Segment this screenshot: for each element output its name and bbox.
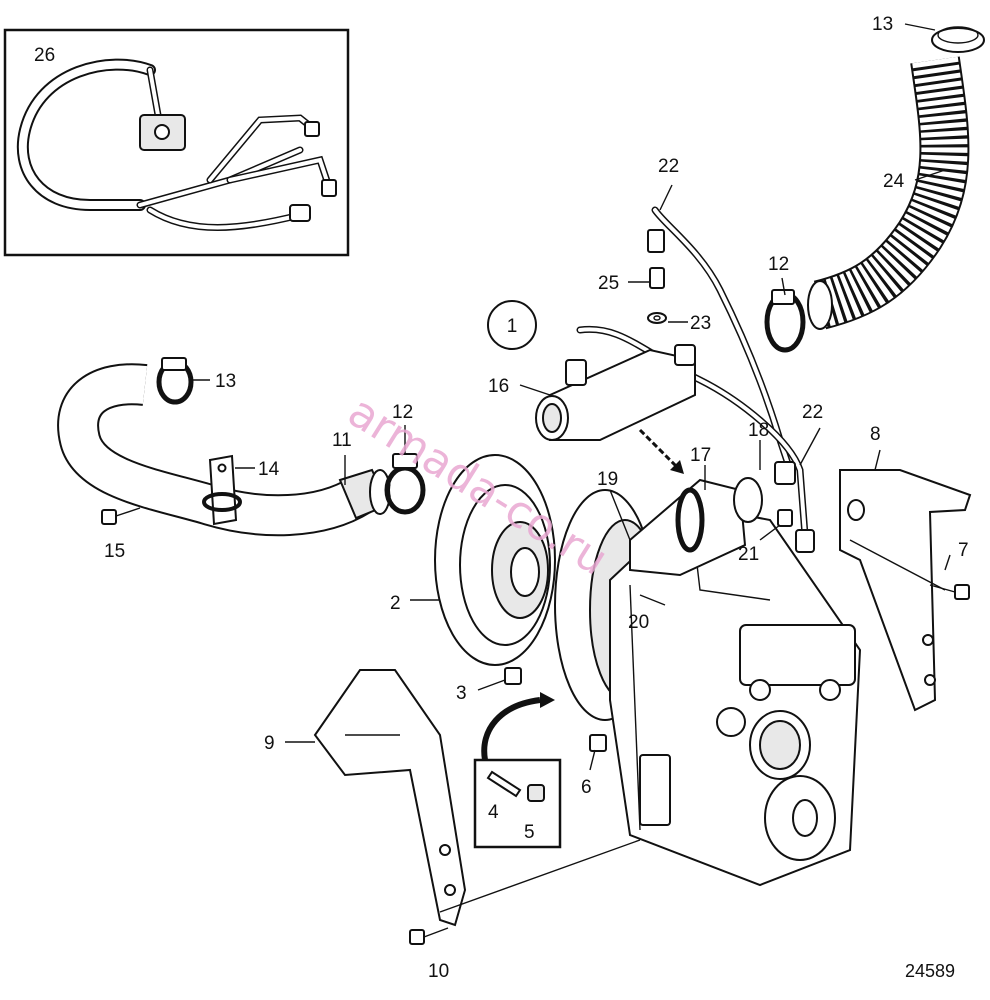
callout-21: 21 [738, 544, 759, 565]
callout-13-left: 13 [215, 371, 236, 392]
callout-22-right: 22 [802, 402, 823, 423]
callout-10: 10 [428, 961, 449, 982]
hose-clamp-left [156, 357, 194, 405]
leader-lines [190, 23, 951, 913]
callout-25: 25 [598, 273, 619, 294]
callout-20: 20 [628, 612, 649, 633]
hose-bracket [202, 454, 242, 526]
callout-8: 8 [870, 424, 881, 445]
callout-4: 4 [488, 802, 499, 823]
inset-label: 26 [34, 45, 55, 66]
direction-arrowhead [670, 460, 684, 474]
stud-nut-box [473, 692, 562, 849]
figure-number: 24589 [905, 961, 955, 981]
rubber-hose [57, 363, 391, 537]
bolt-10 [409, 927, 449, 945]
callout-labels: 26 13 24 22 12 25 23 16 13 12 11 14 15 2… [34, 14, 969, 982]
callout-5: 5 [524, 822, 535, 843]
callout-14: 14 [258, 459, 280, 480]
callout-17: 17 [690, 445, 711, 466]
callout-12-mid: 12 [392, 402, 413, 423]
bolts-3-6 [504, 667, 607, 752]
callout-2: 2 [390, 593, 401, 614]
callout-13-top: 13 [872, 14, 893, 35]
callout-22-top: 22 [658, 156, 679, 177]
cooling-pipes [576, 206, 815, 553]
seawater-strainer [629, 477, 763, 577]
callout-12-top: 12 [768, 254, 789, 275]
hose-clamp-upper [764, 289, 806, 353]
adapter-plate [434, 454, 556, 666]
reference-circle-label: 1 [507, 316, 518, 337]
bolt-7 [929, 584, 970, 600]
corrugated-exhaust-hose [807, 26, 985, 330]
callout-6: 6 [581, 777, 592, 798]
callout-3: 3 [456, 683, 467, 704]
reference-circle [487, 300, 537, 350]
callout-18: 18 [748, 420, 769, 441]
mounting-bracket-right [839, 469, 972, 712]
direction-arrow [638, 428, 682, 472]
callout-11: 11 [332, 430, 352, 451]
mounting-bracket-left [313, 669, 467, 927]
callout-16: 16 [488, 376, 509, 397]
callout-9: 9 [264, 733, 275, 754]
heat-exchanger [535, 344, 696, 441]
callout-7: 7 [958, 540, 969, 561]
callout-23: 23 [690, 313, 711, 334]
bolt-15 [101, 507, 141, 525]
callout-15: 15 [104, 541, 125, 562]
callout-24: 24 [883, 171, 905, 192]
callout-19: 19 [597, 469, 618, 490]
inset-hose-harness [3, 28, 350, 257]
